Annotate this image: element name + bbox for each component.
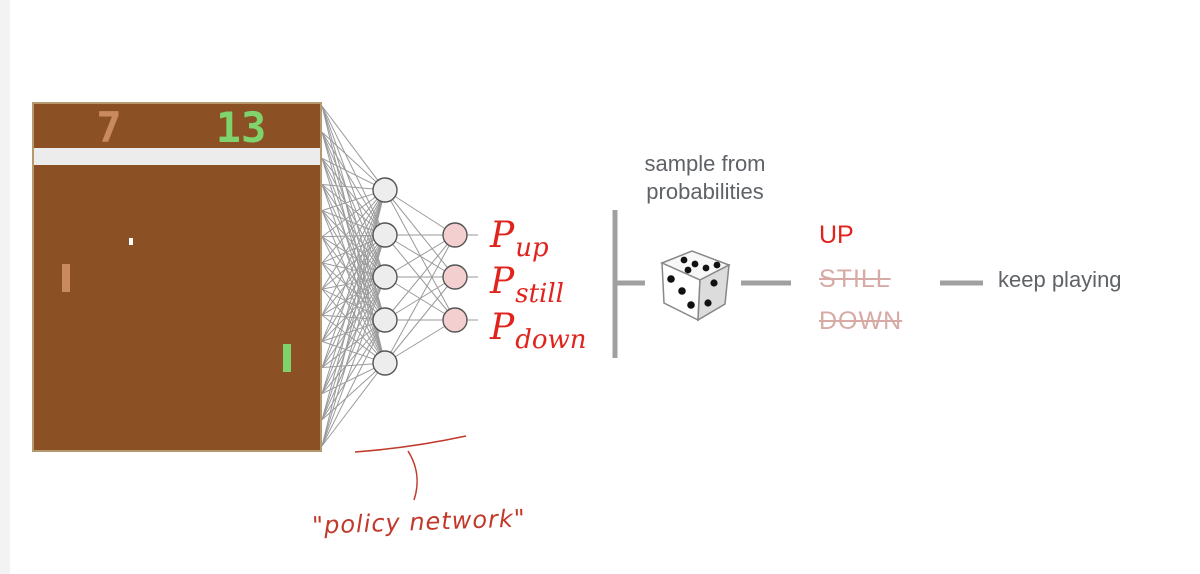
top-wall	[34, 148, 320, 165]
hidden-node	[372, 307, 398, 333]
prob-up-subscript: up	[515, 233, 549, 263]
left-paddle	[62, 264, 70, 292]
hidden-output-connection	[384, 234, 456, 278]
prob-up: Pup	[490, 216, 549, 268]
score-right: 13	[216, 103, 267, 152]
sample-label: sample from probabilities	[644, 151, 766, 204]
score-left: 7	[96, 103, 121, 152]
input-hidden-connection	[321, 276, 386, 368]
input-hidden-connection	[321, 234, 386, 394]
input-hidden-connection	[321, 276, 386, 342]
input-hidden-connection	[321, 234, 386, 290]
action-down: DOWN	[819, 307, 903, 335]
input-hidden-connection	[321, 189, 386, 238]
left-margin-strip	[0, 0, 10, 574]
input-hidden-connection	[321, 157, 386, 236]
hidden-node	[372, 177, 398, 203]
hidden-output-connection	[384, 234, 456, 321]
input-hidden-connection	[321, 105, 386, 236]
hidden-output-connection	[384, 189, 456, 236]
prob-still-symbol: P	[490, 261, 515, 302]
input-hidden-connection	[321, 234, 386, 421]
hidden-node	[372, 264, 398, 290]
input-hidden-connection	[321, 189, 386, 342]
prob-still: Pstill	[490, 262, 564, 314]
output-node	[442, 264, 468, 290]
dice-icon	[660, 250, 731, 322]
action-still: STILL	[819, 265, 891, 293]
input-hidden-connection	[321, 189, 386, 420]
input-hidden-connection	[321, 189, 386, 290]
input-hidden-connection	[321, 189, 386, 368]
right-paddle	[283, 344, 291, 372]
input-hidden-connection	[321, 105, 386, 191]
network-nodes	[372, 177, 468, 376]
input-hidden-connection	[321, 276, 386, 447]
input-hidden-connection	[321, 131, 386, 191]
prob-down-subscript: down	[515, 325, 587, 355]
input-hidden-connection	[321, 189, 386, 264]
output-node	[442, 307, 468, 333]
input-hidden-connection	[321, 189, 386, 316]
hidden-output-connection	[384, 276, 456, 364]
input-hidden-connection	[321, 234, 386, 368]
hidden-node	[372, 350, 398, 376]
hidden-output-connection	[384, 189, 456, 321]
prob-down: Pdown	[490, 308, 587, 360]
action-up: UP	[819, 221, 854, 249]
input-hidden-connection	[321, 276, 386, 394]
brace-line	[354, 435, 467, 453]
input-hidden-connection	[321, 234, 386, 316]
output-node	[442, 222, 468, 248]
ball	[129, 238, 133, 245]
input-hidden-connection	[321, 189, 386, 394]
input-hidden-connection	[321, 131, 386, 236]
prob-up-symbol: P	[490, 215, 515, 256]
pong-game-frame: 7 13	[32, 102, 322, 452]
input-hidden-connection	[321, 234, 386, 342]
hidden-node	[372, 222, 398, 248]
hidden-output-connection	[384, 234, 456, 364]
input-hidden-connection	[321, 362, 386, 447]
prob-still-subscript: still	[515, 279, 564, 309]
prob-down-symbol: P	[490, 307, 515, 348]
network-connections	[321, 105, 478, 447]
input-hidden-connection	[321, 276, 386, 421]
hidden-output-connection	[384, 319, 456, 364]
keep-playing-label: keep playing	[998, 267, 1122, 292]
input-hidden-connection	[321, 319, 386, 447]
hidden-output-connection	[384, 189, 456, 278]
brace-stem	[407, 450, 418, 501]
